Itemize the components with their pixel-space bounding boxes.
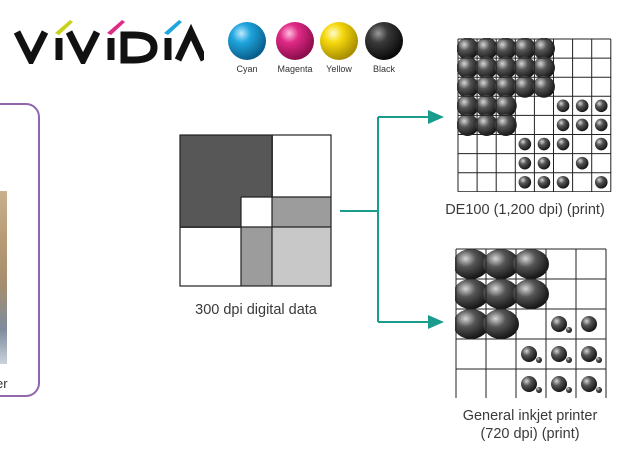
ink-label-magenta: Magenta (277, 64, 313, 74)
ink-dot-large (475, 113, 498, 136)
ink-dot-small (575, 99, 589, 113)
de100-dot-grid (457, 38, 612, 192)
black-ink-ball (365, 22, 403, 60)
ink-dot-small (594, 175, 608, 189)
output-arrows (340, 110, 444, 329)
inkjet-dot-medium (521, 346, 537, 362)
ink-dot-small (518, 156, 532, 170)
arrowhead-bottom (428, 315, 444, 329)
inkjet-satellite-dot (596, 387, 602, 393)
ink-dot-small (556, 137, 570, 151)
ink-dot-large (475, 56, 498, 79)
inkjet-dot-medium (551, 376, 567, 392)
inkjet-dot-large (483, 279, 519, 309)
ink-dot-large (494, 38, 517, 60)
inkjet-satellite-dot (566, 327, 572, 333)
ink-dot-large (513, 38, 536, 60)
inkjet-dot-medium (551, 346, 567, 362)
ink-dot-large (532, 56, 555, 79)
inkjet-dot-medium (581, 316, 597, 332)
ink-dot-large (494, 94, 517, 117)
yellow-ink-ball (320, 22, 358, 60)
ink-dot-large (532, 75, 555, 98)
ink-dot-large (475, 38, 498, 60)
ink-dot-large (457, 38, 479, 60)
ink-dot-large (532, 38, 555, 60)
inkjet-dot-large (455, 309, 489, 339)
ink-dot-small (518, 175, 532, 189)
inkjet-dot-large (455, 279, 489, 309)
inkjet-satellite-dot (566, 387, 572, 393)
ink-dot-large (494, 56, 517, 79)
ink-dot-large (513, 75, 536, 98)
inkjet-caption-line2: (720 dpi) (print) (480, 426, 580, 442)
de100-caption: DE100 (1,200 dpi) (print) (445, 202, 605, 218)
ink-dot-small (594, 99, 608, 113)
inkjet-dot-large (455, 249, 489, 279)
inkjet-dot-medium (521, 376, 537, 392)
ink-dot-large (494, 113, 517, 136)
inkjet-satellite-dot (536, 387, 542, 393)
inkjet-dot-large (513, 279, 549, 309)
source-pixel-grid (179, 134, 332, 287)
ink-dot-large (475, 75, 498, 98)
ink-dot-large (457, 113, 479, 136)
ink-label-yellow: Yellow (326, 64, 352, 74)
magenta-ink-ball (276, 22, 314, 60)
inkjet-satellite-dot (536, 357, 542, 363)
inkjet-satellite-dot (596, 357, 602, 363)
cyan-ink-ball (228, 22, 266, 60)
inkjet-dot-large (483, 309, 519, 339)
ink-dot-small (556, 175, 570, 189)
left-panel-text: er (0, 376, 8, 391)
ink-dot-large (457, 94, 479, 117)
ink-dot-large (457, 75, 479, 98)
ink-label-cyan: Cyan (236, 64, 258, 74)
ink-dot-small (518, 137, 532, 151)
ink-dot-large (513, 56, 536, 79)
inkjet-dot-medium (581, 376, 597, 392)
ink-dot-small (594, 137, 608, 151)
ink-label-black: Black (372, 64, 395, 74)
ink-dot-small (537, 137, 551, 151)
inkjet-caption-line1: General inkjet printer (462, 408, 598, 424)
inkjet-dot-medium (581, 346, 597, 362)
ink-dot-small (594, 118, 608, 132)
ink-dot-small (556, 99, 570, 113)
ink-dot-small (575, 156, 589, 170)
ink-dot-large (475, 94, 498, 117)
ink-balls (228, 22, 403, 60)
vividia-logo (14, 20, 204, 64)
ink-dot-large (494, 75, 517, 98)
ink-dot-large (457, 56, 479, 79)
left-panel-photo (0, 191, 7, 364)
inkjet-dot-grid (455, 248, 607, 398)
ink-dot-small (575, 118, 589, 132)
inkjet-satellite-dot (566, 357, 572, 363)
source-caption: 300 dpi digital data (195, 302, 317, 318)
inkjet-dot-large (483, 249, 519, 279)
ink-dot-small (537, 175, 551, 189)
inkjet-dot-large (513, 249, 549, 279)
inkjet-dot-medium (551, 316, 567, 332)
ink-dot-small (537, 156, 551, 170)
arrowhead-top (428, 110, 444, 124)
ink-dot-small (556, 118, 570, 132)
